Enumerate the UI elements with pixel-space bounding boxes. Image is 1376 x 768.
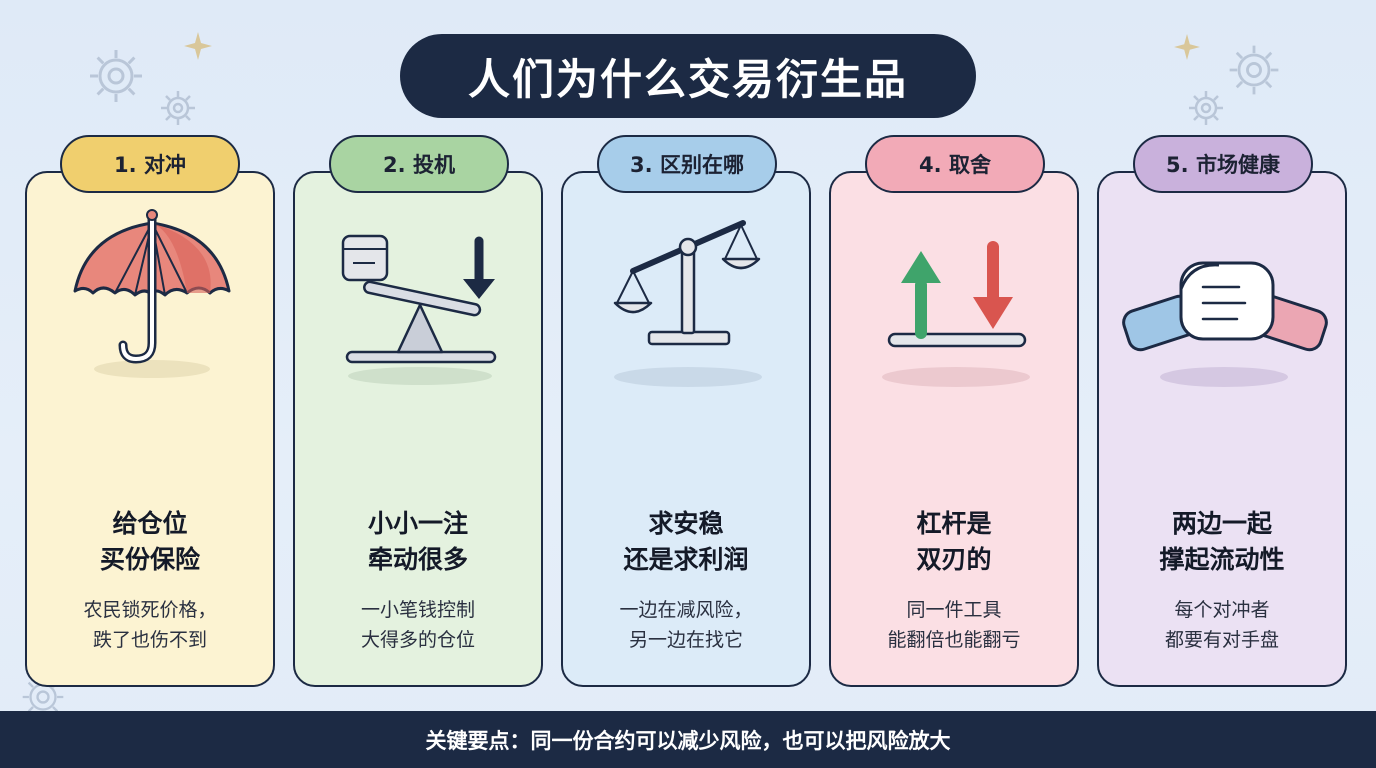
tab-market-health: 5. 市场健康 <box>1133 135 1313 193</box>
card-hedging: 给仓位 买份保险 农民锁死价格， 跌了也伤不到 <box>25 171 275 687</box>
gear-icon-small-left <box>161 91 195 125</box>
gear-icon-top-left <box>90 50 142 102</box>
up-down-arrows-icon <box>882 241 1030 387</box>
gear-icon-top-right <box>1229 45 1279 95</box>
handshake-icon <box>1122 261 1328 387</box>
umbrella-icon <box>73 209 231 378</box>
card-headline: 两边一起 撑起流动性 <box>1159 509 1285 574</box>
balance-scale-icon <box>613 220 762 387</box>
card-description: 同一件工具 能翻倍也能翻亏 <box>887 599 1021 651</box>
gear-icon-small-right <box>1189 91 1223 125</box>
page-title: 人们为什么交易衍生品 <box>400 34 976 118</box>
card-difference: 求安稳 还是求利润 一边在减风险， 另一边在找它 <box>561 171 811 687</box>
card-description: 一边在减风险， 另一边在找它 <box>619 599 753 651</box>
tab-difference: 3. 区别在哪 <box>597 135 777 193</box>
card-description: 一小笔钱控制 大得多的仓位 <box>360 599 475 651</box>
card-tradeoff: 杠杆是 双刃的 同一件工具 能翻倍也能翻亏 <box>829 171 1079 687</box>
seesaw-lever-icon <box>341 234 497 385</box>
card-headline: 杠杆是 双刃的 <box>916 509 992 574</box>
card-headline: 求安稳 还是求利润 <box>623 509 749 574</box>
card-headline: 给仓位 买份保险 <box>99 509 200 574</box>
sparkle-icon-right <box>1174 34 1200 60</box>
tab-tradeoff: 4. 取舍 <box>865 135 1045 193</box>
tab-hedging: 1. 对冲 <box>60 135 240 193</box>
card-speculation: 小小一注 牵动很多 一小笔钱控制 大得多的仓位 <box>293 171 543 687</box>
card-headline: 小小一注 牵动很多 <box>367 509 468 574</box>
card-description: 每个对冲者 都要有对手盘 <box>1164 599 1279 651</box>
card-description: 农民锁死价格， 跌了也伤不到 <box>83 599 217 651</box>
card-market-health: 两边一起 撑起流动性 每个对冲者 都要有对手盘 <box>1097 171 1347 687</box>
tab-speculation: 2. 投机 <box>329 135 509 193</box>
sparkle-icon-left <box>184 32 212 60</box>
key-takeaway-banner: 关键要点：同一份合约可以减少风险，也可以把风险放大 <box>0 711 1376 768</box>
